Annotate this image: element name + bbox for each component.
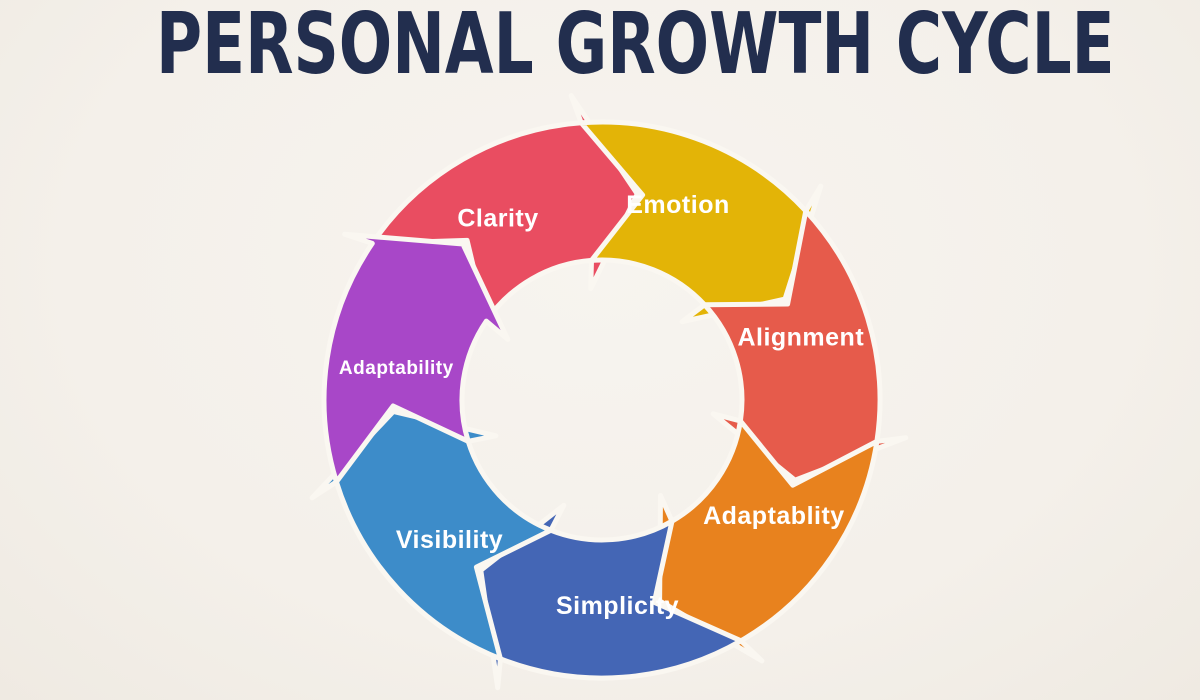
cycle-labels-group: Clarity EmotionAlignmentAdaptablitySimpli… [339,191,864,620]
cycle-arrow-adaptablity [657,418,880,664]
cycle-arrow-simplicity [478,502,744,691]
cycle-arrow-alignment [702,208,909,483]
cycle-step-label-clarity: Clarity [457,205,538,233]
cycle-arrows-group [309,93,909,691]
cycle-arrow-adaptability [321,231,511,485]
cycle-step-label-adaptablity: Adaptablity [703,502,845,530]
cycle-step-label-alignment: Alignment [737,323,864,351]
page-title: PERSONAL GROWTH CYCLE [156,0,1115,94]
cycle-step-label-adaptability: Adaptability [339,358,454,379]
cycle-arrow-clarity [369,93,640,324]
cycle-step-label-visibility: Visibility [396,526,503,554]
cycle-arrow-emotion [578,119,824,325]
cycle-step-label-simplicity: Simplicity [556,592,679,620]
cycle-arrow-visibility [309,409,554,662]
cycle-step-label-emotion: Emotion [626,191,730,219]
